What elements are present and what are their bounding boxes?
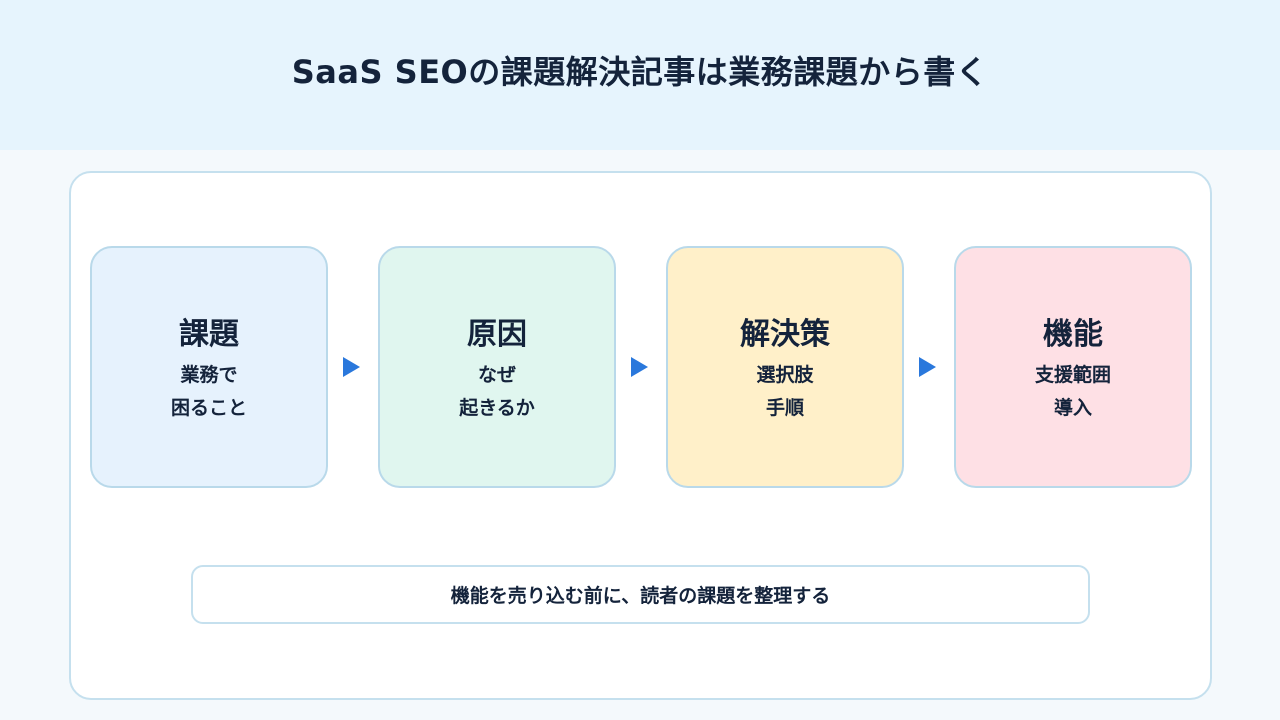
arrow-right-icon xyxy=(919,357,936,377)
step-box-solution: 解決策 選択肢 手順 xyxy=(666,246,904,488)
step-line: 支援範囲 xyxy=(1034,364,1111,386)
header-band: SaaS SEOの課題解決記事は業務課題から書く xyxy=(0,0,1280,150)
step-line: 困ること xyxy=(170,397,247,419)
step-title: 解決策 xyxy=(740,317,830,352)
step-title: 機能 xyxy=(1043,317,1103,352)
step-box-issue: 課題 業務で 困ること xyxy=(90,246,328,488)
step-line: 手順 xyxy=(765,397,804,419)
step-line: なぜ xyxy=(477,364,516,386)
arrow-right-icon xyxy=(343,357,360,377)
step-line: 起きるか xyxy=(459,397,535,419)
step-box-feature: 機能 支援範囲 導入 xyxy=(954,246,1192,488)
step-line: 導入 xyxy=(1053,397,1092,419)
step-line: 選択肢 xyxy=(756,364,814,386)
summary-note: 機能を売り込む前に、読者の課題を整理する xyxy=(191,565,1090,624)
step-title: 課題 xyxy=(179,317,239,352)
step-box-cause: 原因 なぜ 起きるか xyxy=(378,246,616,488)
arrow-right-icon xyxy=(631,357,648,377)
step-line: 業務で xyxy=(180,364,238,386)
page-title: SaaS SEOの課題解決記事は業務課題から書く xyxy=(291,53,989,91)
step-title: 原因 xyxy=(467,317,527,352)
